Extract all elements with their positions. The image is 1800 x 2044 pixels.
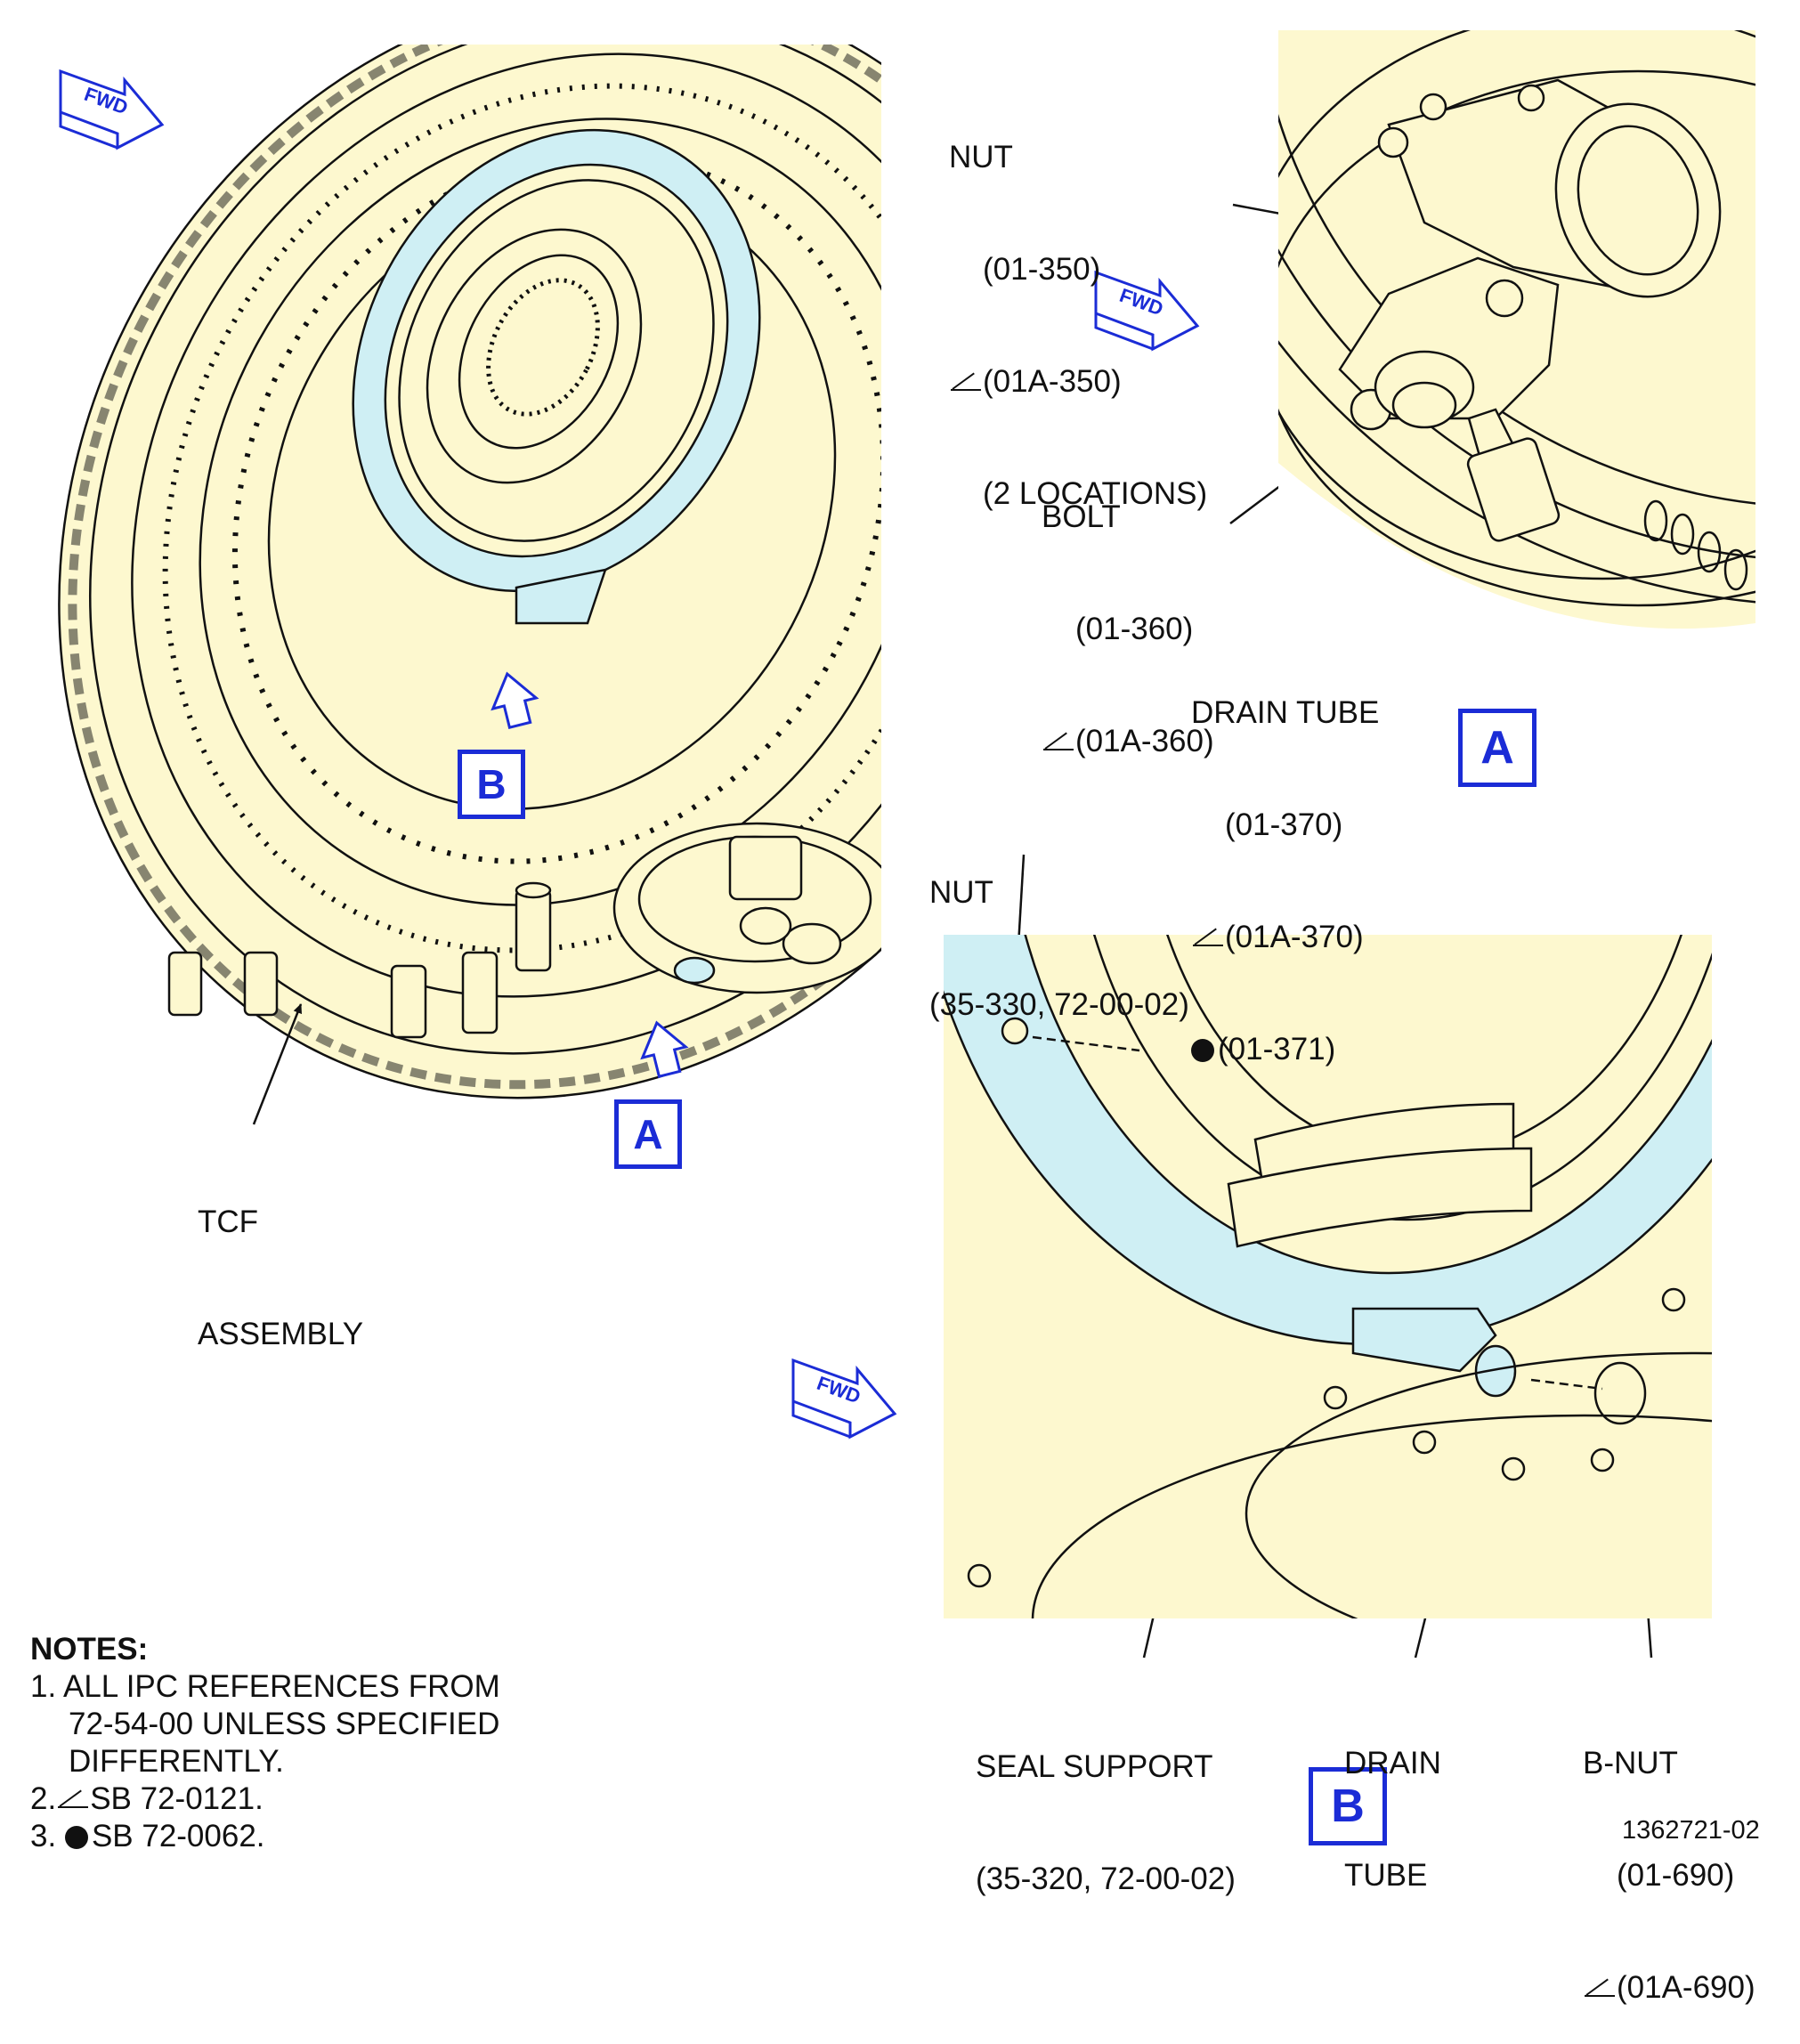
note-1: 1. ALL IPC REFERENCES FROM 72-54-00 UNLE… [30,1669,500,1779]
sb-0121-symbol-icon [1042,732,1075,753]
view-arrow-b [491,671,539,729]
sb-0121-symbol-icon [949,372,983,393]
callout-b-nut: B-NUT (01-690) (01A-690) [1583,1746,1755,2005]
note-3: 3. SB 72-0062. [30,1819,265,1853]
view-b-marker: B [1309,1767,1387,1845]
callout-nut-b: NUT (35-330, 72-00-02) [929,875,1189,1022]
view-arrow-a [640,1020,689,1078]
sb-0121-symbol-icon [1191,928,1225,949]
sb-0121-symbol-icon [56,1789,90,1811]
notes-block: NOTES: 1. ALL IPC REFERENCES FROM 72-54-… [30,1631,500,1855]
tcf-assembly-drawing [58,45,881,1099]
detail-a-drawing [1278,30,1755,645]
callout-drain-tube-b: DRAIN TUBE [1344,1746,1441,1893]
sb-0121-symbol-icon [1583,1978,1617,1999]
leader-tcf-assembly [252,1003,303,1125]
view-b-ref-marker: B [458,750,525,819]
fwd-arrow-icon: FWD [59,69,165,150]
figure-id: 1362721-02 [1622,1816,1760,1845]
sb-0062-dot-icon [1191,1039,1214,1062]
view-a-marker: A [1458,709,1536,787]
callout-bolt-a: BOLT (01-360) (01A-360) [1042,499,1214,758]
sb-0062-dot-icon [64,1826,88,1849]
callout-tcf-assembly: TCF ASSEMBLY [198,1204,364,1351]
view-a-ref-marker: A [614,1099,682,1169]
illustration-canvas [58,30,1755,1659]
callout-nut-a: NUT (01-350) (01A-350) (2 LOCATIONS) [949,140,1208,511]
fwd-arrow-icon: FWD [791,1358,897,1440]
notes-heading: NOTES: [30,1632,149,1667]
fwd-arrow-icon: FWD [1094,270,1200,352]
callout-drain-tube-a: DRAIN TUBE (01-370) (01A-370) (01-371) [1191,695,1380,1067]
callout-seal-support: SEAL SUPPORT (35-320, 72-00-02) [976,1749,1236,1896]
note-2: 2.SB 72-0121. [30,1781,264,1816]
detail-b-drawing [944,935,1712,1618]
